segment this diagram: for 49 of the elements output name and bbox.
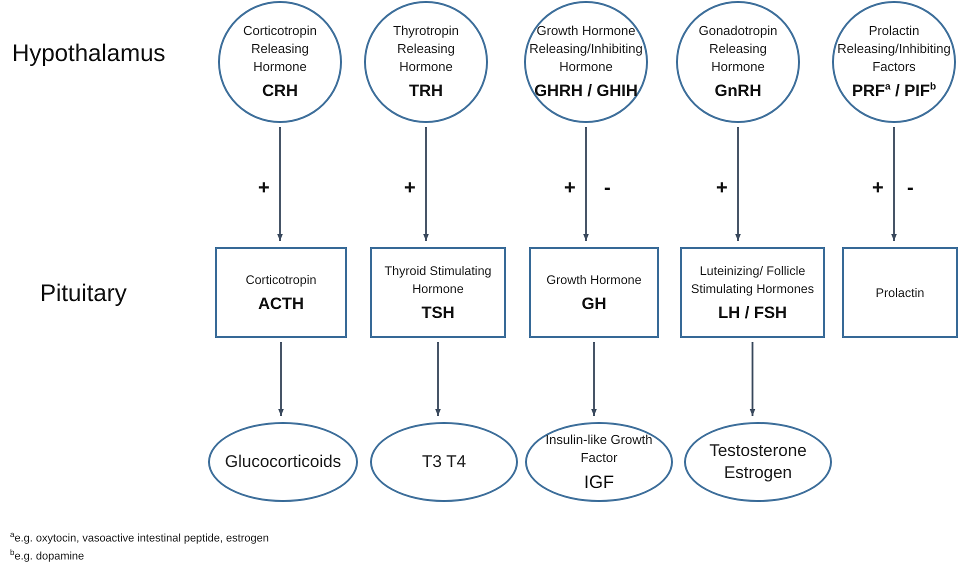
arrow [583,127,589,241]
hormone-box [215,247,347,338]
hormone-name: Thyrotropin Releasing Hormone [392,22,460,76]
hormone-abbreviation: PRF$^{a}$ / PIF$^{b}$ [852,80,936,102]
hormone-name: Corticotropin [246,272,316,288]
edge-label: + [872,178,884,198]
hormone-name: Luteinizing/ Follicle Stimulating Hormones [690,262,815,298]
hormone-box [842,247,958,338]
hormone-name: Corticotropin Releasing Hormone [242,22,318,76]
edge-label: + [258,178,270,198]
edge-label: + [404,178,416,198]
arrow [278,342,284,416]
inhibition-sign: - [604,178,611,198]
hormone-abbreviation: GH [582,294,606,314]
footnote: $^{a}$e.g. oxytocin, vasoactive intestinal peptide, estrogen [10,530,269,545]
edge-label: + [564,178,576,198]
hormone-name: Growth Hormone Releasing/Inhibiting Hormone [529,22,643,76]
hormone-abbreviation: ACTH [258,294,304,314]
footnote: $^{b}$e.g. dopamine [10,548,84,563]
arrow [750,342,756,416]
hormone-abbreviation: CRH [262,81,298,102]
hormone-name: Prolactin [876,284,924,302]
arrow [591,342,597,416]
hormone-name: Testosterone Estrogen [708,440,808,484]
arrow [735,127,741,241]
row-label: Hypothalamus [12,40,166,68]
hormone-box [529,247,659,338]
hormone-name: Growth Hormone [546,272,642,288]
hormone-box [680,247,825,338]
inhibition-sign: - [907,178,914,198]
hormone-name: Prolactin Releasing/Inhibiting Factors [837,22,951,76]
hormone-name: T3 T4 [422,451,466,473]
hormone-box [370,247,506,338]
arrow [277,127,283,241]
arrow [435,342,441,416]
hormone-name: Insulin-like Growth Factor [544,431,654,467]
hormone-abbreviation: GnRH [714,81,762,102]
hormone-abbreviation: IGF [584,471,614,493]
row-label: Pituitary [40,280,127,308]
hormone-name: Thyroid Stimulating Hormone [384,262,492,298]
hormone-abbreviation: TRH [409,81,443,102]
hormone-name: Gonadotropin Releasing Hormone [698,22,778,76]
hormone-name: Glucocorticoids [224,451,342,473]
hormone-abbreviation: TSH [422,302,454,324]
edge-label: + [716,178,728,198]
arrow [423,127,429,241]
arrow [891,127,897,241]
hormone-abbreviation: GHRH / GHIH [534,81,638,102]
hormone-abbreviation: LH / FSH [718,302,787,324]
